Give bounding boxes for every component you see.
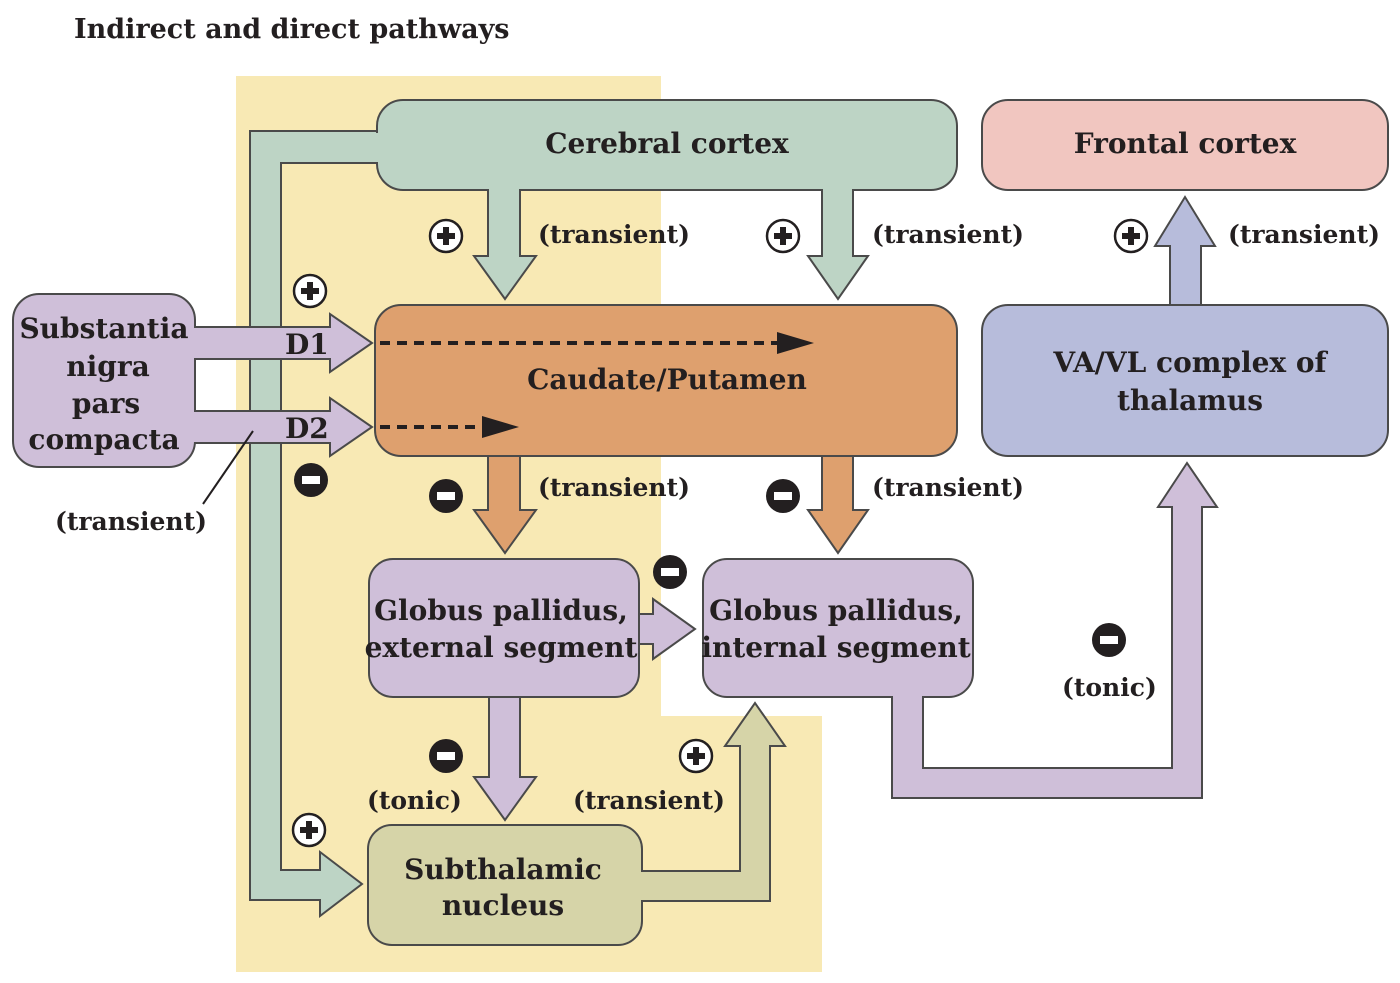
gpe-label-line1: Globus pallidus, [374,594,628,627]
cortex-to-striatum-arrow-left [472,189,538,301]
excitatory-plus-icon [1113,218,1149,254]
striatum-to-gpi-arrow [806,455,870,555]
cortex-left-timing: (transient) [538,220,690,249]
inhibitory-minus-icon [429,739,463,773]
gpe-to-subthalamic-arrow [472,697,538,822]
snc-d1-arrow [189,312,374,374]
gpi-thalamus-timing: (tonic) [1062,673,1157,702]
gpi-label-line1: Globus pallidus, [709,594,963,627]
d2-dashed-arrowhead [482,416,519,438]
gpe-label-line2: external segment [365,631,638,664]
inhibitory-minus-icon [429,479,463,513]
inhibitory-minus-icon [653,555,687,589]
d1-dashed-arrowhead [777,332,814,354]
cortex-to-subthalamic-arrow [249,130,379,919]
snc-label-line3: pars [72,387,140,420]
d2-receptor-label: D2 [285,412,329,445]
thalamus-label-line1: VA/VL complex of [1052,346,1328,379]
cortex-right-timing: (transient) [872,220,1024,249]
gp-internal-box [702,558,974,698]
inhibitory-minus-icon [1092,623,1126,657]
frontal-cortex-label: Frontal cortex [1074,127,1297,160]
connector-fill [893,690,922,702]
stn-gpi-timing: (transient) [573,786,725,815]
connector-fill [370,133,384,162]
striatum-to-gpe-arrow [472,455,538,555]
gpe-stn-timing: (tonic) [367,786,462,815]
connector-fill [636,872,648,900]
cortex-to-striatum-arrow-right [806,189,870,301]
snc-label-line2: nigra [66,350,149,383]
frontal-cortex-box [981,99,1389,191]
diagram-title: Indirect and direct pathways [74,14,509,45]
striatum-gpe-timing: (transient) [538,473,690,502]
thalamus-frontal-timing: (transient) [1228,220,1380,249]
thalamus-to-frontal-arrow [1153,195,1217,306]
gpe-to-gpi-arrow [636,597,697,661]
inhibitory-minus-icon [766,479,800,513]
subthalamic-to-gpi-arrow [640,701,787,902]
inhibitory-minus-icon [294,463,328,497]
gpi-to-thalamus-arrow [891,461,1219,799]
snc-label-line4: compacta [28,423,179,456]
striatum-gpi-timing: (transient) [872,473,1024,502]
thalamus-box [981,304,1389,457]
snc-label-line1: Substantia [19,312,188,345]
transient-leader-line [202,430,254,505]
subthalamic-label-line1: Subthalamic [404,853,602,886]
excitatory-plus-icon [678,738,714,774]
connector-fill [188,412,200,442]
caudate-putamen-label: Caudate/Putamen [527,363,807,396]
gp-external-box [368,558,640,698]
substantia-nigra-box [12,293,196,468]
snc-d2-arrow [189,396,374,458]
excitatory-plus-icon [292,273,328,309]
excitatory-plus-icon [765,218,801,254]
thalamus-label-line2: thalamus [1117,384,1263,417]
connector-fill [188,328,200,358]
d1-receptor-label: D1 [285,328,329,361]
indirect-pathway-region [236,76,822,972]
gpi-label-line2: internal segment [701,631,970,664]
excitatory-plus-icon [428,218,464,254]
subthalamic-label-line2: nucleus [442,889,564,922]
excitatory-plus-icon [291,812,327,848]
cerebral-cortex-label: Cerebral cortex [545,127,789,160]
snc-timing-label: (transient) [55,507,207,536]
